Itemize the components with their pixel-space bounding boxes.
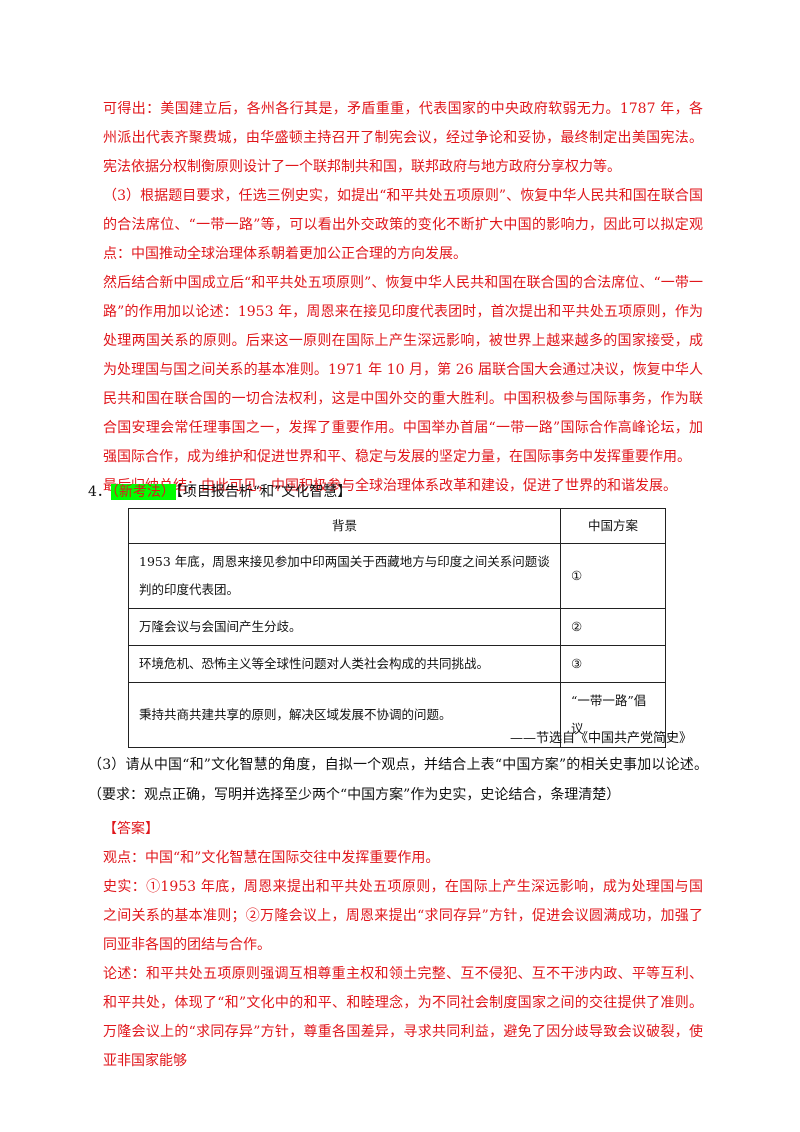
question-number: 4． xyxy=(88,484,111,500)
question-title: 【项目报告析“和”文化智慧】 xyxy=(175,484,352,500)
question-3-prompt: （3）请从中国“和”文化智慧的角度，自拟一个观点，并结合上表“中国方案”的相关史… xyxy=(88,757,708,803)
cell-solution: “一带一路”倡议 xyxy=(560,682,666,748)
header-background: 背景 xyxy=(128,508,561,544)
cell-solution: ① xyxy=(560,543,666,609)
table-row: 1953 年底，周恩来接见参加中印两国关于西藏地方与印度之间关系问题谈判的印度代… xyxy=(128,543,666,609)
header-china-solution: 中国方案 xyxy=(560,508,666,544)
answer-viewpoint: 观点：中国“和”文化智慧在国际交往中发挥重要作用。 xyxy=(103,850,440,866)
table-row: 秉持共商共建共享的原则，解决区域发展不协调的问题。 “一带一路”倡议 xyxy=(128,682,666,748)
cell-background: 1953 年底，周恩来接见参加中印两国关于西藏地方与印度之间关系问题谈判的印度代… xyxy=(128,543,561,609)
cell-background: 秉持共商共建共享的原则，解决区域发展不协调的问题。 xyxy=(128,682,561,748)
cell-background: 环境危机、恐怖主义等全球性问题对人类社会构成的共同挑战。 xyxy=(128,645,561,683)
table-source: ——节选自《中国共产党简史》 xyxy=(509,731,692,746)
new-method-tag: （新考法） xyxy=(110,484,176,500)
paragraph-part3-intro: （3）根据题目要求，任选三例史实，如提出“和平共处五项原则”、恢复中华人民共和国… xyxy=(103,188,703,262)
answer-facts: 史实：①1953 年底，周恩来提出和平共处五项原则，在国际上产生深远影响，成为处… xyxy=(103,879,703,953)
answer-section: 【答案】 观点：中国“和”文化智慧在国际交往中发挥重要作用。 史实：①1953 … xyxy=(103,815,703,1076)
question-4-heading: 4．（新考法）【项目报告析“和”文化智慧】 xyxy=(88,479,708,505)
cell-solution: ② xyxy=(560,608,666,646)
paragraph-us-constitution: 可得出：美国建立后，各州各行其是，矛盾重重，代表国家的中央政府软弱无力。1787… xyxy=(103,101,703,175)
table-row: 环境危机、恐怖主义等全球性问题对人类社会构成的共同挑战。 ③ xyxy=(128,645,666,683)
cell-solution: ③ xyxy=(560,645,666,683)
paragraph-part3-argument: 然后结合新中国成立后“和平共处五项原则”、恢复中华人民共和国在联合国的合法席位、… xyxy=(103,275,703,465)
paragraph-part3-conclusion: 最后归纳总结：由此可见，中国积极参与全球治理体系改革和建设，促进了世界的和谐发展… xyxy=(103,478,677,494)
table-row: 万隆会议与会国间产生分歧。 ② xyxy=(128,608,666,646)
answer-continuation: 可得出：美国建立后，各州各行其是，矛盾重重，代表国家的中央政府软弱无力。1787… xyxy=(103,95,703,501)
answer-argument: 论述：和平共处五项原则强调互相尊重主权和领土完整、互不侵犯、互不干涉内政、平等互… xyxy=(103,966,703,1069)
china-solutions-table: 背景 中国方案 1953 年底，周恩来接见参加中印两国关于西藏地方与印度之间关系… xyxy=(128,508,666,748)
answer-label: 【答案】 xyxy=(103,821,159,837)
cell-background: 万隆会议与会国间产生分歧。 xyxy=(128,608,561,646)
table-header-row: 背景 中国方案 xyxy=(128,508,666,544)
